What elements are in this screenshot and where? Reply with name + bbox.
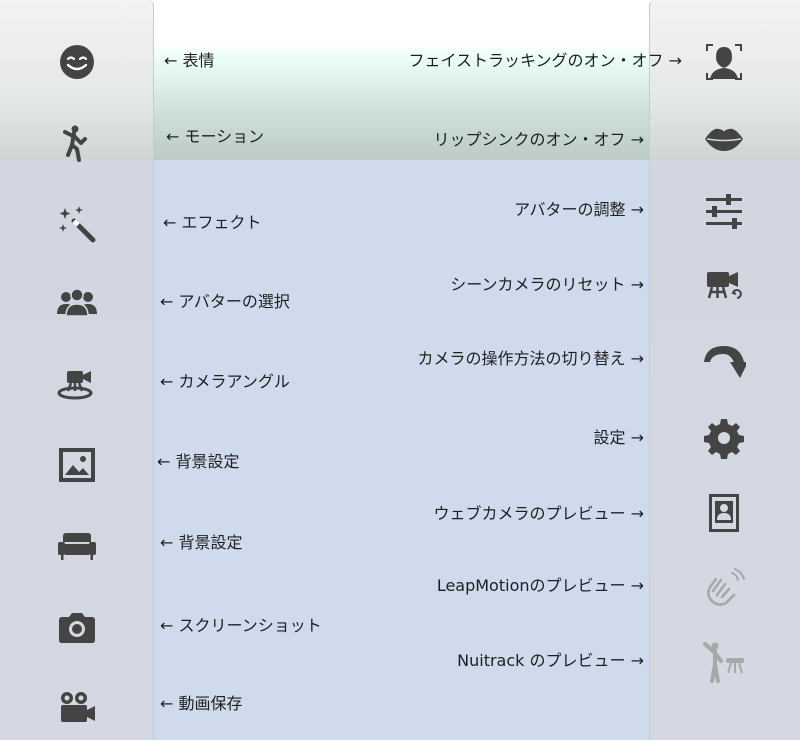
smiley-face-icon[interactable]	[55, 40, 99, 84]
background-image-label: ← 背景設定	[157, 452, 240, 471]
settings-label: 設定 →	[593, 428, 645, 447]
face-tracking-icon[interactable]	[702, 40, 746, 84]
nuitrack-preview-label: Nuitrack のプレビュー →	[457, 651, 644, 670]
group-people-icon[interactable]	[55, 282, 99, 326]
scene-camera-reset-label: シーンカメラのリセット →	[450, 275, 644, 294]
lip-sync-label: リップシンクのオン・オフ →	[433, 130, 645, 149]
portrait-frame-icon[interactable]	[702, 491, 746, 535]
dancing-person-icon[interactable]	[55, 121, 99, 165]
image-frame-icon[interactable]	[55, 443, 99, 487]
video-camera-icon[interactable]	[55, 686, 99, 730]
effect-label: ← エフェクト	[163, 213, 262, 232]
camera-icon[interactable]	[55, 606, 99, 650]
screenshot-label: ← スクリーンショット	[160, 616, 322, 635]
avatar-adjust-label: アバターの調整 →	[514, 200, 644, 219]
webcam-preview-label: ウェブカメラのプレビュー →	[433, 504, 645, 523]
camera-control-switch-label: カメラの操作方法の切り替え →	[417, 349, 645, 368]
waving-hand-icon[interactable]	[702, 565, 746, 609]
gear-icon[interactable]	[702, 416, 746, 460]
magic-wand-icon[interactable]	[55, 202, 99, 246]
right-toolbar	[649, 0, 800, 740]
avatar-select-label: ← アバターの選択	[160, 292, 290, 311]
background-set-label: ← 背景設定	[160, 533, 243, 552]
expression-label: ← 表情	[164, 51, 215, 70]
scene-camera-reset-icon[interactable]	[702, 264, 746, 308]
skeleton-tracking-icon[interactable]	[702, 640, 746, 684]
lips-icon[interactable]	[702, 117, 746, 161]
face-tracking-label: フェイストラッキングのオン・オフ →	[408, 51, 682, 70]
leapmotion-preview-label: LeapMotionのプレビュー →	[436, 576, 644, 595]
left-toolbar	[0, 0, 154, 740]
camera-angle-label: ← カメラアングル	[160, 372, 290, 391]
video-save-label: ← 動画保存	[160, 694, 243, 713]
guide-panel	[154, 160, 649, 740]
curved-arrow-icon[interactable]	[702, 340, 746, 384]
motion-label: ← モーション	[166, 127, 265, 146]
camera-rotate-icon[interactable]	[55, 362, 99, 406]
sofa-icon[interactable]	[55, 523, 99, 567]
sliders-icon[interactable]	[702, 190, 746, 234]
